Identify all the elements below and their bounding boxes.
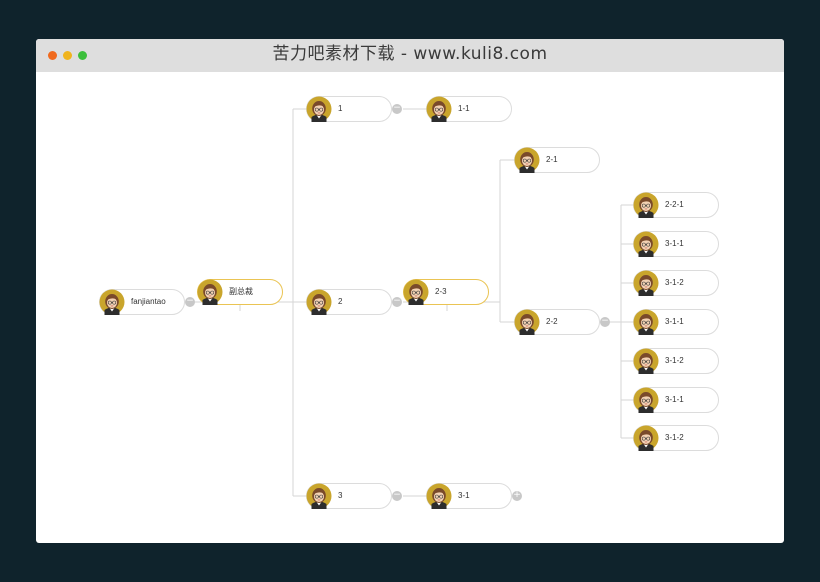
user-avatar-icon: [633, 231, 659, 257]
org-node-2-2[interactable]: 2-2: [514, 309, 600, 335]
collapse-minus-icon[interactable]: −: [392, 296, 402, 307]
user-avatar-icon: [633, 309, 659, 335]
node-label: 2-2-1: [665, 200, 684, 209]
node-label: 3-1-1: [665, 395, 684, 404]
user-avatar-icon: [426, 96, 452, 122]
node-label: 3-1: [458, 491, 470, 500]
collapse-minus-icon[interactable]: −: [392, 490, 402, 501]
node-label: fanjiantao: [131, 297, 166, 306]
user-avatar-icon: [306, 483, 332, 509]
user-avatar-icon: [514, 309, 540, 335]
title-bar: 苦力吧素材下载 - www.kuli8.com: [36, 39, 784, 72]
node-label: 3-1-2: [665, 356, 684, 365]
org-node-2-2-child[interactable]: 3-1-1: [633, 231, 719, 257]
org-node-2-2-child[interactable]: 3-1-2: [633, 425, 719, 451]
user-avatar-icon: [403, 279, 429, 305]
org-node-3-1[interactable]: 3-1: [426, 483, 512, 509]
org-node-2-2-child[interactable]: 3-1-1: [633, 309, 719, 335]
node-label: 3: [338, 491, 343, 500]
user-avatar-icon: [514, 147, 540, 173]
minimize-window-button[interactable]: [63, 51, 72, 60]
node-label: 3-1-1: [665, 239, 684, 248]
org-node-2-1[interactable]: 2-1: [514, 147, 600, 173]
org-chart: fanjiantao − 副总裁 1 − 1-1 2 − 2-3: [36, 72, 784, 543]
user-avatar-icon: [426, 483, 452, 509]
user-avatar-icon: [306, 96, 332, 122]
node-label: 2: [338, 297, 343, 306]
window-title: 苦力吧素材下载 - www.kuli8.com: [272, 44, 548, 64]
user-avatar-icon: [633, 270, 659, 296]
user-avatar-icon: [633, 348, 659, 374]
node-label: 3-1-2: [665, 433, 684, 442]
node-label: 2-1: [546, 155, 558, 164]
org-node-1-1[interactable]: 1-1: [426, 96, 512, 122]
org-node-2-2-child[interactable]: 3-1-2: [633, 270, 719, 296]
user-avatar-icon: [197, 279, 223, 305]
node-label: 2-2: [546, 317, 558, 326]
user-avatar-icon: [306, 289, 332, 315]
user-avatar-icon: [633, 425, 659, 451]
node-label: 副总裁: [229, 287, 253, 296]
org-chart-connectors: [190, 108, 633, 497]
org-node-2[interactable]: 2: [306, 289, 392, 315]
maximize-window-button[interactable]: [78, 51, 87, 60]
collapse-minus-icon[interactable]: −: [392, 103, 402, 114]
collapse-minus-icon[interactable]: −: [600, 316, 610, 327]
user-avatar-icon: [633, 387, 659, 413]
org-node-2-2-child[interactable]: 3-1-2: [633, 348, 719, 374]
org-node-assistant[interactable]: 副总裁: [197, 279, 283, 305]
close-window-button[interactable]: [48, 51, 57, 60]
org-node-2-2-child[interactable]: 3-1-1: [633, 387, 719, 413]
expand-plus-icon[interactable]: +: [512, 490, 522, 501]
node-label: 3-1-1: [665, 317, 684, 326]
node-label: 1: [338, 104, 343, 113]
org-node-2-3[interactable]: 2-3: [403, 279, 489, 305]
org-node-3[interactable]: 3: [306, 483, 392, 509]
org-node-2-2-child[interactable]: 2-2-1: [633, 192, 719, 218]
collapse-minus-icon[interactable]: −: [185, 296, 195, 307]
node-label: 3-1-2: [665, 278, 684, 287]
org-node-root[interactable]: fanjiantao: [99, 289, 185, 315]
node-label: 2-3: [435, 287, 447, 296]
org-node-1[interactable]: 1: [306, 96, 392, 122]
browser-window: 苦力吧素材下载 - www.kuli8.com: [36, 39, 784, 543]
user-avatar-icon: [99, 289, 125, 315]
node-label: 1-1: [458, 104, 470, 113]
user-avatar-icon: [633, 192, 659, 218]
